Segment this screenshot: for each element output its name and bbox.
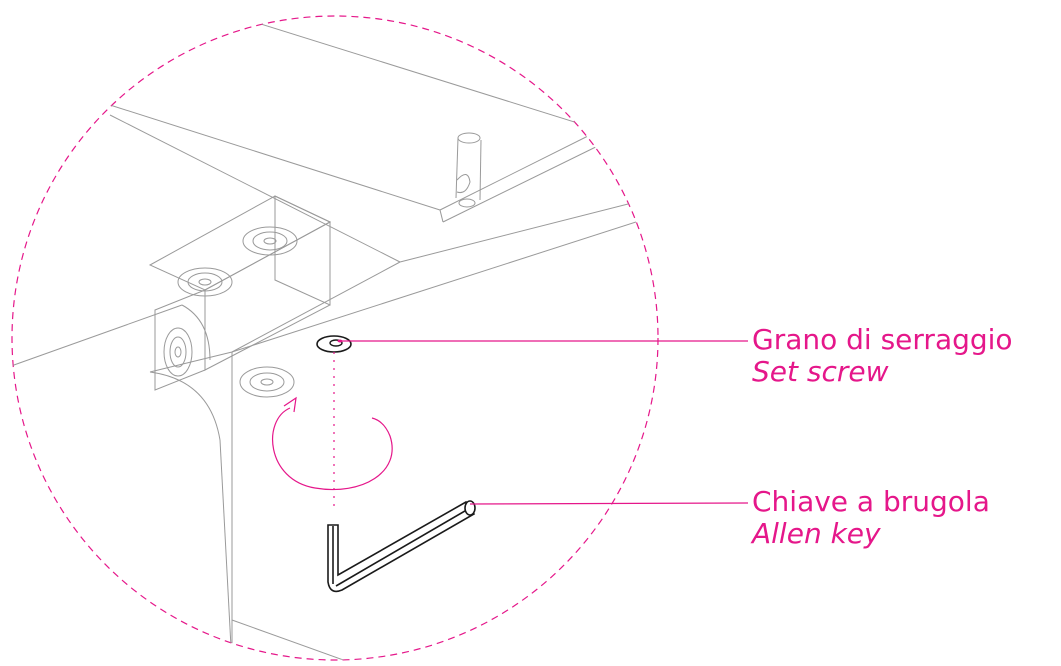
- allen-key-label-italian: Chiave a brugola: [752, 485, 990, 518]
- rotation-arrow: [272, 396, 393, 491]
- allen-key-leader-line: [469, 502, 749, 505]
- detail-circle: [11, 15, 659, 661]
- set-screw-label-italian: Grano di serraggio: [752, 323, 1013, 356]
- set-screw-label: Grano di serraggio Set screw: [752, 324, 1013, 388]
- set-screw-label-english: Set screw: [752, 355, 889, 388]
- set-screw: [316, 335, 352, 353]
- allen-key-icon: [327, 500, 476, 593]
- allen-key-label: Chiave a brugola Allen key: [752, 486, 990, 550]
- allen-key-label-english: Allen key: [752, 517, 881, 550]
- furniture-parts: [12, 19, 637, 660]
